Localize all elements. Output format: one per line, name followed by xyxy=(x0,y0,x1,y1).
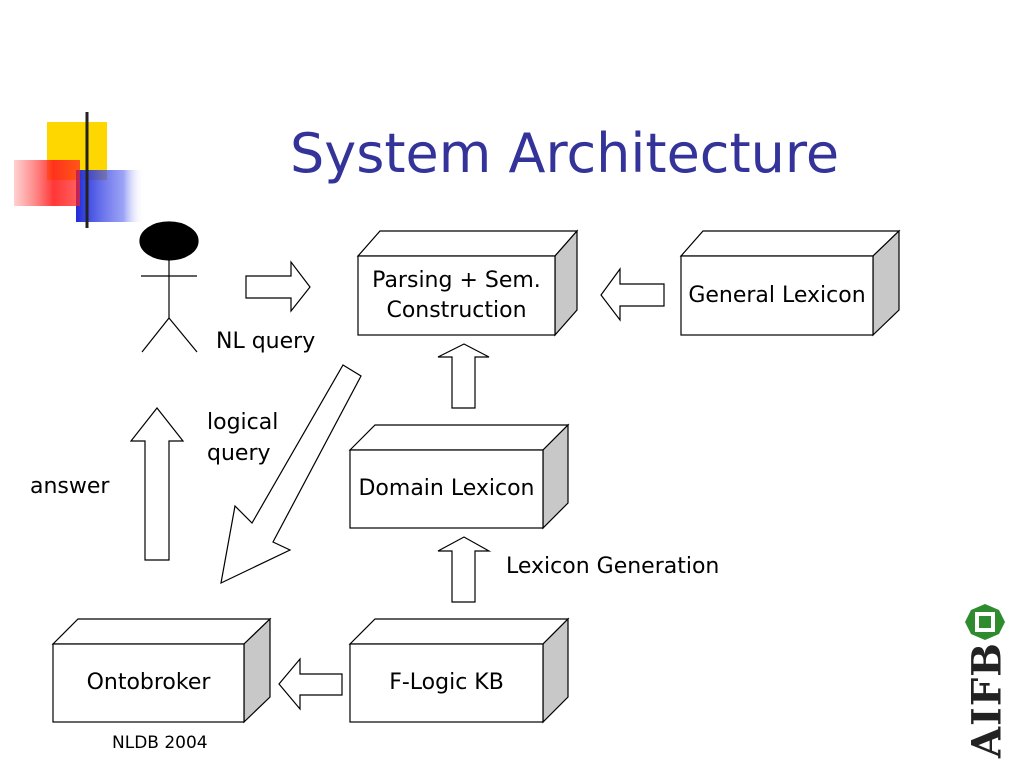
box-flogic-kb xyxy=(348,617,570,724)
aifb-logo-text: AIFB xyxy=(963,642,1011,758)
logical-query-label: logical query xyxy=(207,410,279,466)
lexicon-generation-label: Lexicon Generation xyxy=(506,554,720,579)
user-figure xyxy=(139,221,199,353)
domain-lexicon-label: Domain Lexicon xyxy=(358,476,535,501)
user-head xyxy=(139,221,199,261)
arrow-general-to-parsing xyxy=(600,267,665,322)
aifb-logo-icon xyxy=(965,604,1005,640)
parsing-label: Parsing + Sem. Construction xyxy=(372,267,541,323)
nl-query-label: NL query xyxy=(216,329,316,354)
footer-text: NLDB 2004 xyxy=(112,733,208,753)
answer-label: answer xyxy=(30,474,110,499)
slide-title: System Architecture xyxy=(290,122,840,185)
arrow-domain-to-parsing xyxy=(437,343,490,409)
arrow-flogic-to-ontobroker xyxy=(278,657,343,711)
arrow-answer xyxy=(129,407,185,561)
general-lexicon-label: General Lexicon xyxy=(688,282,866,308)
arrow-logical-query xyxy=(220,364,362,585)
ontobroker-label: Ontobroker xyxy=(86,670,211,695)
deco-red-square xyxy=(14,160,80,206)
box-parsing xyxy=(356,229,579,337)
box-ontobroker xyxy=(51,617,272,724)
flogic-kb-label: F-Logic KB xyxy=(389,670,504,695)
box-domain-lexicon xyxy=(348,423,570,530)
arrow-nl-query xyxy=(245,260,311,313)
box-general-lexicon xyxy=(679,229,901,337)
arrow-lexicon-generation xyxy=(437,536,492,603)
